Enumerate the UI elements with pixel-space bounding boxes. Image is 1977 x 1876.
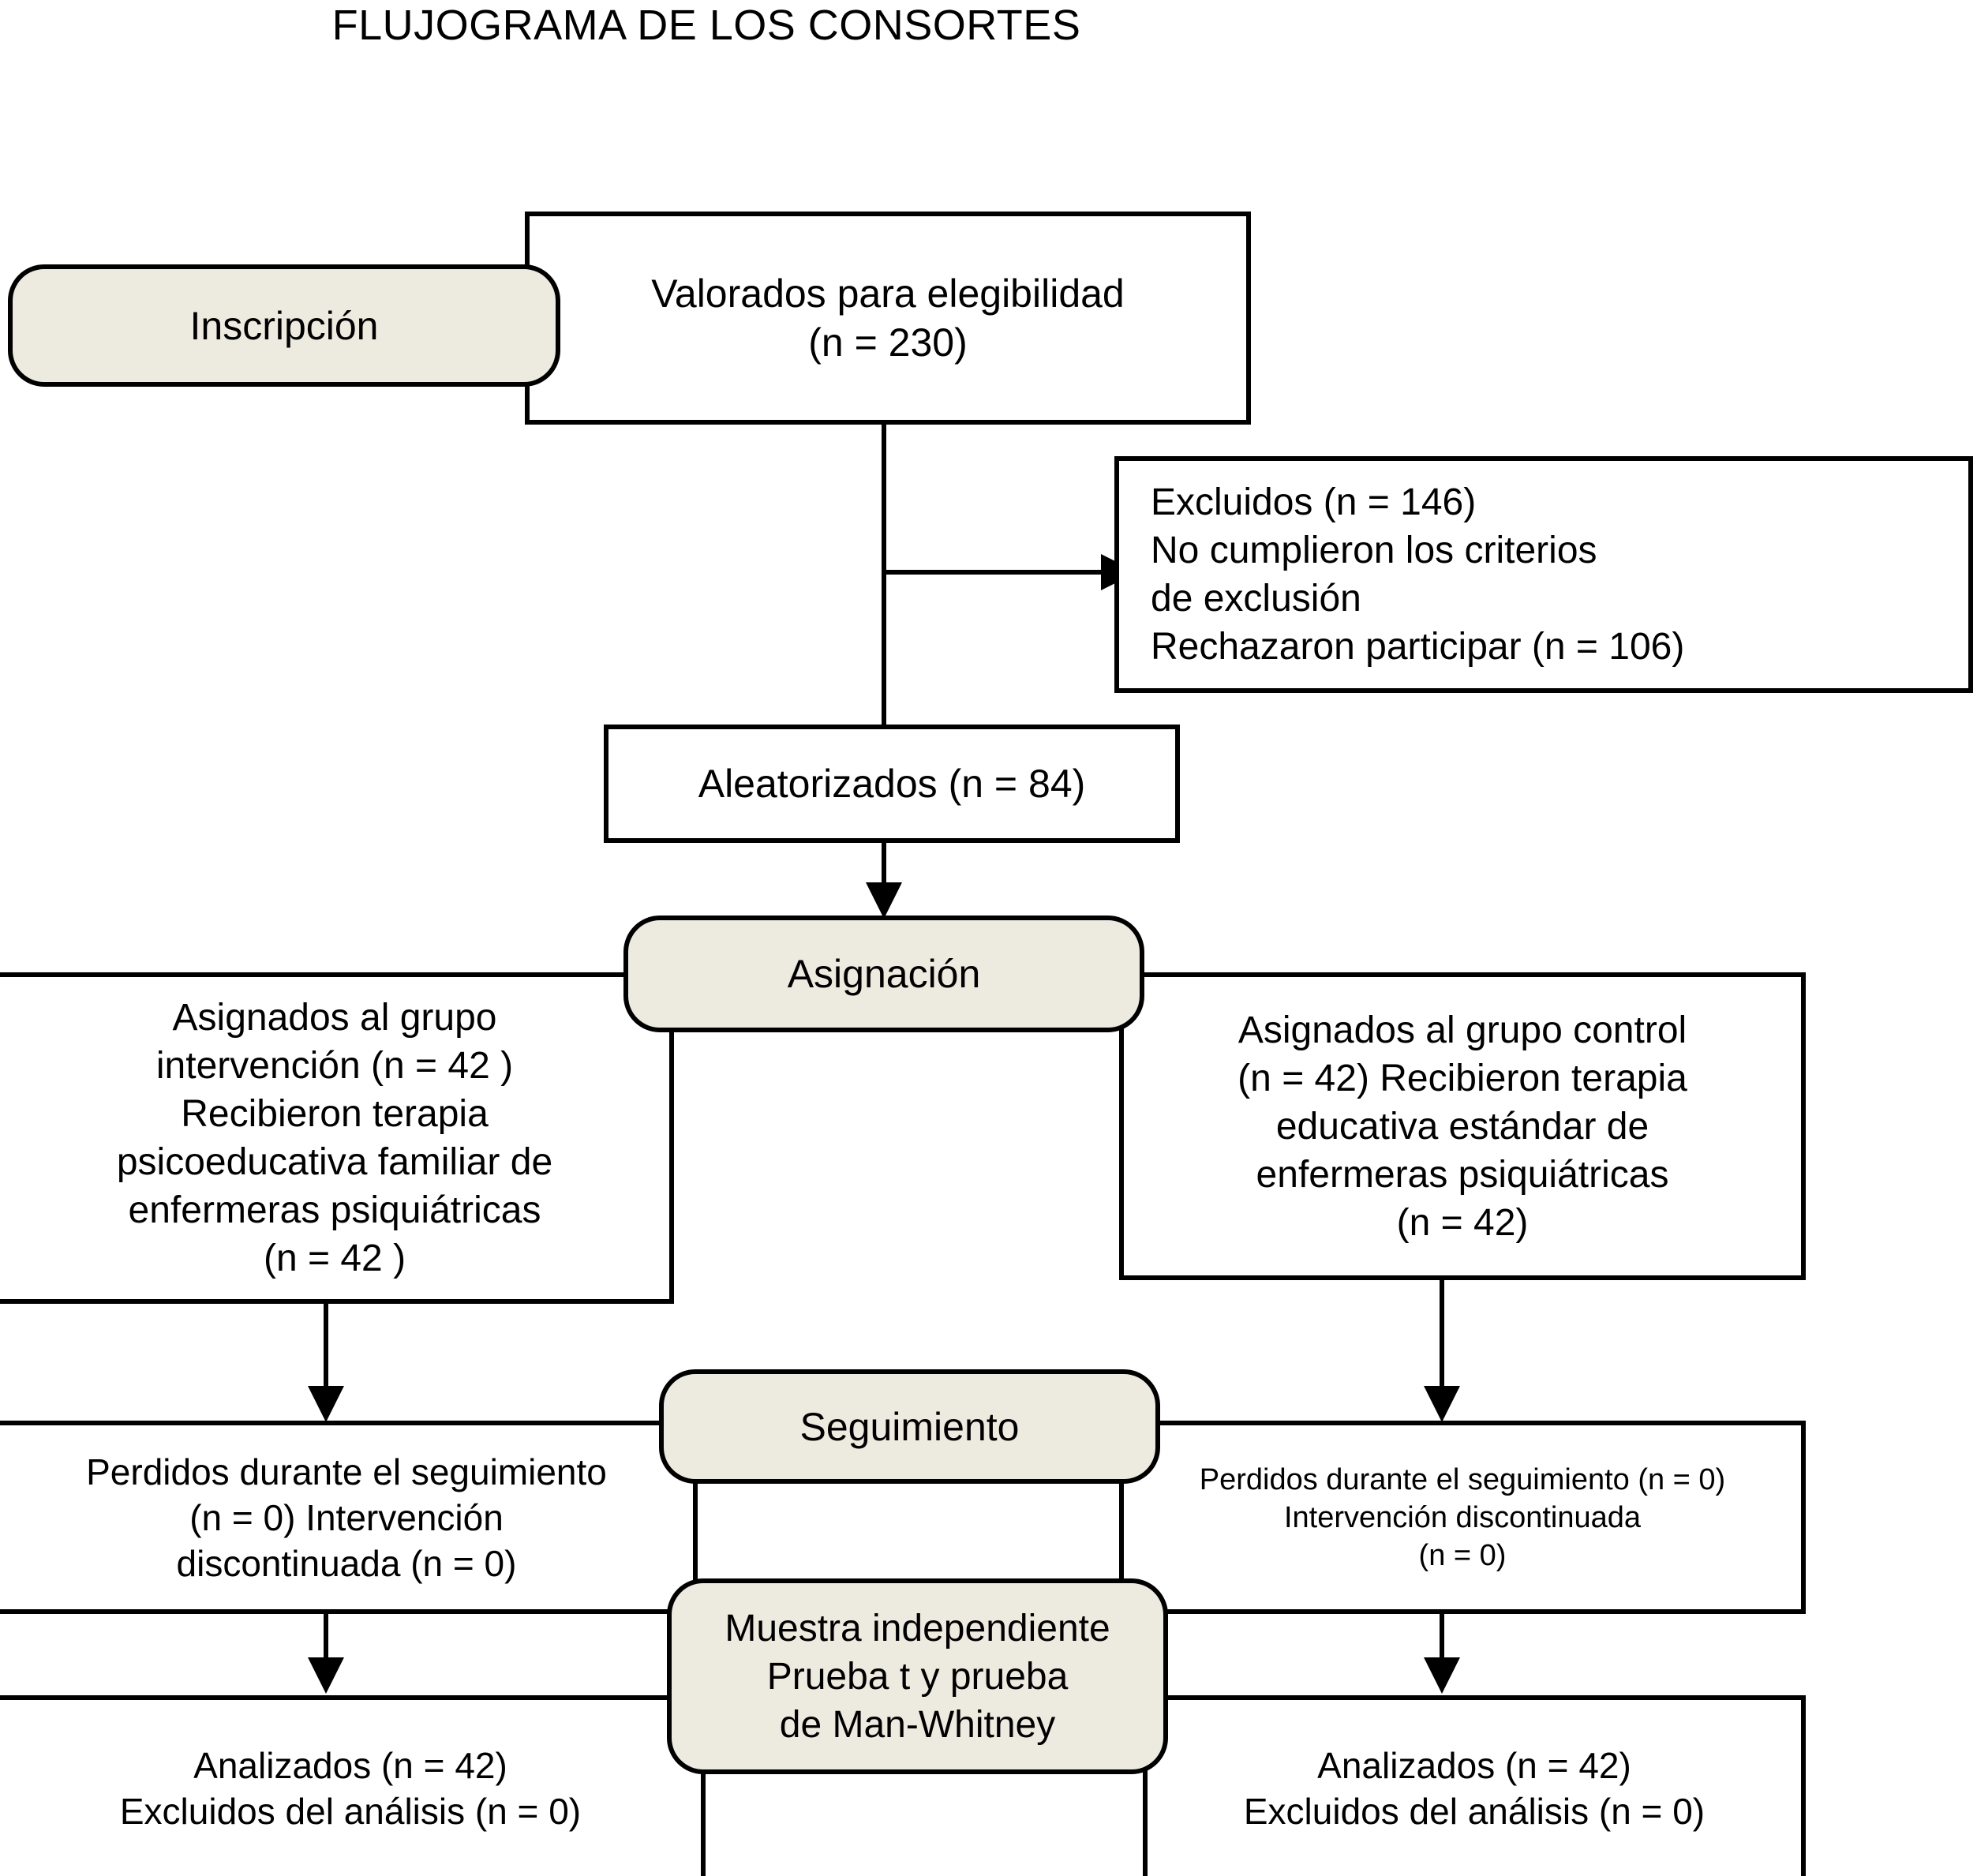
node-randomized-line-1: Aleatorizados (n = 84) <box>698 762 1086 806</box>
node-excluded-line-4: Rechazaron participar (n = 106) <box>1151 626 1685 668</box>
stage-label-followup: Seguimiento <box>659 1369 1160 1484</box>
stage-label-analysis-note-text: Muestra independiente Prueba t y prueba … <box>672 1605 1163 1749</box>
stage-label-enrollment-text: Inscripción <box>189 303 379 348</box>
node-allocated-control-text: Asignados al grupo control (n = 42) Reci… <box>1124 1006 1801 1247</box>
node-analyzed-control-line-2: Excluidos del análisis (n = 0) <box>1243 1790 1706 1832</box>
node-analyzed-intervention-line-2: Excluidos del análisis (n = 0) <box>119 1790 582 1832</box>
node-allocated-control: Asignados al grupo control (n = 42) Reci… <box>1119 972 1806 1280</box>
node-allocated-control-line-3: educativa estándar de <box>1275 1105 1649 1148</box>
node-excluded-line-1: Excluidos (n = 146) <box>1151 481 1477 523</box>
node-followup-intervention-line-3: discontinuada (n = 0) <box>176 1542 517 1584</box>
node-assessed-line-2: (n = 230) <box>808 320 968 365</box>
node-excluded-text: Excluidos (n = 146) No cumplieron los cr… <box>1119 478 1968 671</box>
stage-label-enrollment: Inscripción <box>8 264 560 387</box>
node-followup-control: Perdidos durante el seguimiento (n = 0) … <box>1119 1421 1806 1614</box>
arrowhead-intervention-to-followup <box>308 1386 344 1422</box>
stage-label-followup-text: Seguimiento <box>799 1404 1020 1449</box>
node-followup-control-line-1: Perdidos durante el seguimiento (n = 0) <box>1199 1462 1726 1496</box>
node-allocated-intervention-line-4: psicoeducativa familiar de <box>116 1141 553 1183</box>
node-followup-intervention: Perdidos durante el seguimiento (n = 0) … <box>0 1421 698 1614</box>
node-followup-control-line-3: (n = 0) <box>1418 1538 1507 1572</box>
node-followup-control-text: Perdidos durante el seguimiento (n = 0) … <box>1124 1461 1801 1575</box>
node-allocated-intervention-text: Asignados al grupo intervención (n = 42 … <box>0 994 669 1282</box>
node-allocated-intervention-line-5: enfermeras psiquiátricas <box>128 1189 541 1231</box>
node-allocated-intervention-line-1: Asignados al grupo <box>172 997 497 1039</box>
stage-label-allocation-text: Asignación <box>787 952 981 996</box>
analysis-note-line-3: de Man-Whitney <box>779 1703 1056 1746</box>
node-allocated-intervention-line-6: (n = 42 ) <box>263 1238 406 1279</box>
node-analyzed-control-text: Analizados (n = 42) Excluidos del anális… <box>1148 1743 1801 1834</box>
connector-followup-control-to-analysis <box>1440 1614 1444 1663</box>
node-allocated-control-line-5: (n = 42) <box>1396 1201 1529 1244</box>
connector-to-excluded <box>882 570 1110 575</box>
connector-control-to-followup <box>1440 1280 1444 1391</box>
node-assessed-for-eligibility: Valorados para elegibilidad (n = 230) <box>525 212 1251 425</box>
node-assessed-text: Valorados para elegibilidad (n = 230) <box>530 269 1246 367</box>
node-followup-control-line-2: Intervención discontinuada <box>1283 1500 1642 1534</box>
node-analyzed-intervention-line-1: Analizados (n = 42) <box>193 1744 507 1786</box>
node-assessed-line-1: Valorados para elegibilidad <box>651 271 1125 316</box>
node-allocated-control-line-4: enfermeras psiquiátricas <box>1256 1153 1669 1196</box>
connector-intervention-to-followup <box>324 1304 328 1391</box>
node-randomized: Aleatorizados (n = 84) <box>604 725 1180 843</box>
node-excluded-line-3: de exclusión <box>1151 578 1361 620</box>
node-analyzed-control: Analizados (n = 42) Excluidos del anális… <box>1143 1695 1806 1876</box>
connector-assessed-to-randomized <box>882 425 886 725</box>
node-followup-intervention-line-2: (n = 0) Intervención <box>189 1496 504 1538</box>
stage-label-analysis-note: Muestra independiente Prueba t y prueba … <box>667 1578 1168 1774</box>
node-allocated-intervention-line-3: Recibieron terapia <box>181 1093 489 1135</box>
arrowhead-control-to-followup <box>1424 1386 1460 1422</box>
arrowhead-followup-control-to-analysis <box>1424 1657 1460 1694</box>
connector-followup-intervention-to-analysis <box>324 1614 328 1663</box>
stage-label-allocation: Asignación <box>623 916 1144 1032</box>
node-excluded-line-2: No cumplieron los criterios <box>1151 530 1597 571</box>
node-allocated-control-line-2: (n = 42) Recibieron terapia <box>1237 1057 1687 1099</box>
node-analyzed-intervention-text: Analizados (n = 42) Excluidos del anális… <box>0 1743 701 1834</box>
arrowhead-followup-intervention-to-analysis <box>308 1657 344 1694</box>
node-excluded: Excluidos (n = 146) No cumplieron los cr… <box>1114 456 1973 693</box>
analysis-note-line-2: Prueba t y prueba <box>766 1655 1069 1698</box>
arrowhead-randomized-to-allocation <box>866 882 902 919</box>
node-allocated-intervention: Asignados al grupo intervención (n = 42 … <box>0 972 674 1304</box>
node-allocated-control-line-1: Asignados al grupo control <box>1237 1009 1687 1051</box>
node-allocated-intervention-line-2: intervención (n = 42 ) <box>155 1045 514 1087</box>
page-title: FLUJOGRAMA DE LOS CONSORTES <box>331 2 1081 49</box>
node-analyzed-intervention: Analizados (n = 42) Excluidos del anális… <box>0 1695 706 1876</box>
node-randomized-text: Aleatorizados (n = 84) <box>608 759 1175 808</box>
analysis-note-line-1: Muestra independiente <box>725 1607 1110 1649</box>
node-followup-intervention-line-1: Perdidos durante el seguimiento <box>86 1451 607 1492</box>
connector-randomized-to-allocation <box>882 843 886 887</box>
node-followup-intervention-text: Perdidos durante el seguimiento (n = 0) … <box>0 1449 693 1586</box>
node-analyzed-control-line-1: Analizados (n = 42) <box>1317 1744 1631 1786</box>
